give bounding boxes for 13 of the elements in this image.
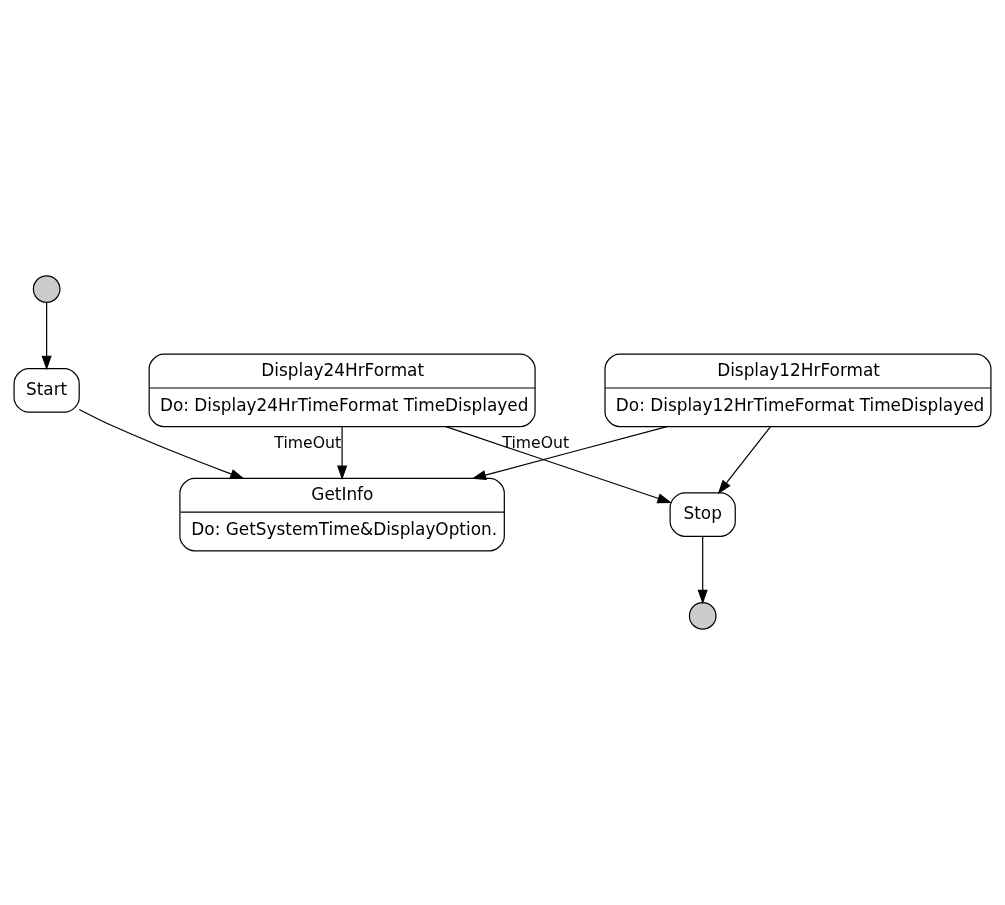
arrow bbox=[41, 301, 52, 371]
arrow bbox=[471, 425, 668, 480]
arrow bbox=[78, 408, 245, 480]
node-box: Start bbox=[13, 368, 80, 413]
node-box: Stop bbox=[669, 492, 736, 537]
edge-label: TimeOut bbox=[274, 433, 342, 453]
node-circle bbox=[688, 602, 717, 630]
edge-label: TimeOut bbox=[502, 433, 570, 453]
arrow bbox=[697, 536, 708, 605]
node-circle bbox=[32, 275, 61, 303]
arrow bbox=[717, 426, 771, 495]
arrow bbox=[445, 426, 672, 504]
arrow bbox=[337, 426, 348, 481]
